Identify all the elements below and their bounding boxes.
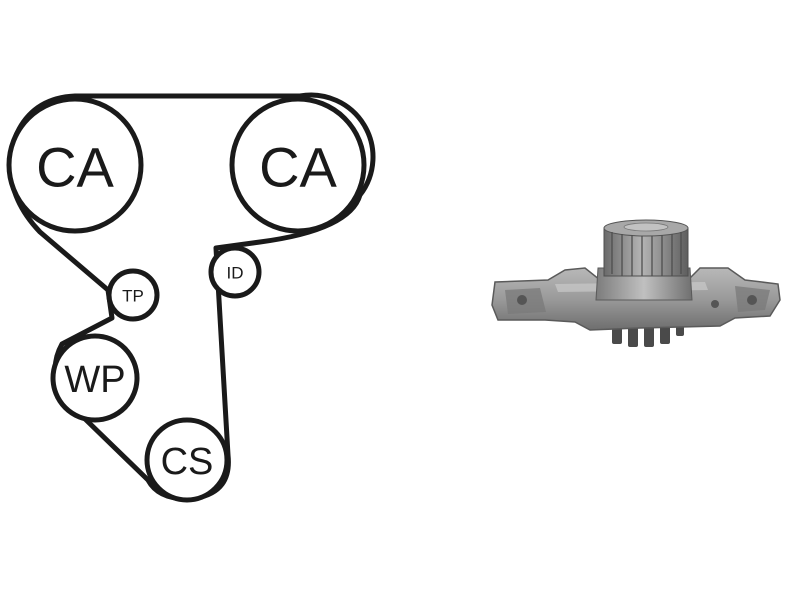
bolt-hole-mid [711, 300, 719, 308]
bolt-hole-left [517, 295, 527, 305]
pump-sprocket [603, 219, 689, 277]
camshaft-pulley-left: CA [6, 96, 144, 234]
bolt-hole-right [747, 295, 757, 305]
camshaft-left-label: CA [36, 136, 114, 199]
water-pump-label: WP [64, 359, 125, 401]
idler-label: ID [227, 264, 244, 283]
water-pump-product-photo [491, 219, 781, 347]
camshaft-right-label: CA [259, 136, 337, 199]
tensioner-pulley: TP [106, 268, 160, 322]
camshaft-pulley-right: CA [229, 96, 367, 234]
crankshaft-label: CS [161, 441, 214, 483]
tensioner-label: TP [122, 287, 144, 306]
water-pump-pulley: WP [50, 333, 140, 423]
idler-pulley: ID [208, 245, 262, 299]
crankshaft-pulley: CS [144, 417, 230, 503]
